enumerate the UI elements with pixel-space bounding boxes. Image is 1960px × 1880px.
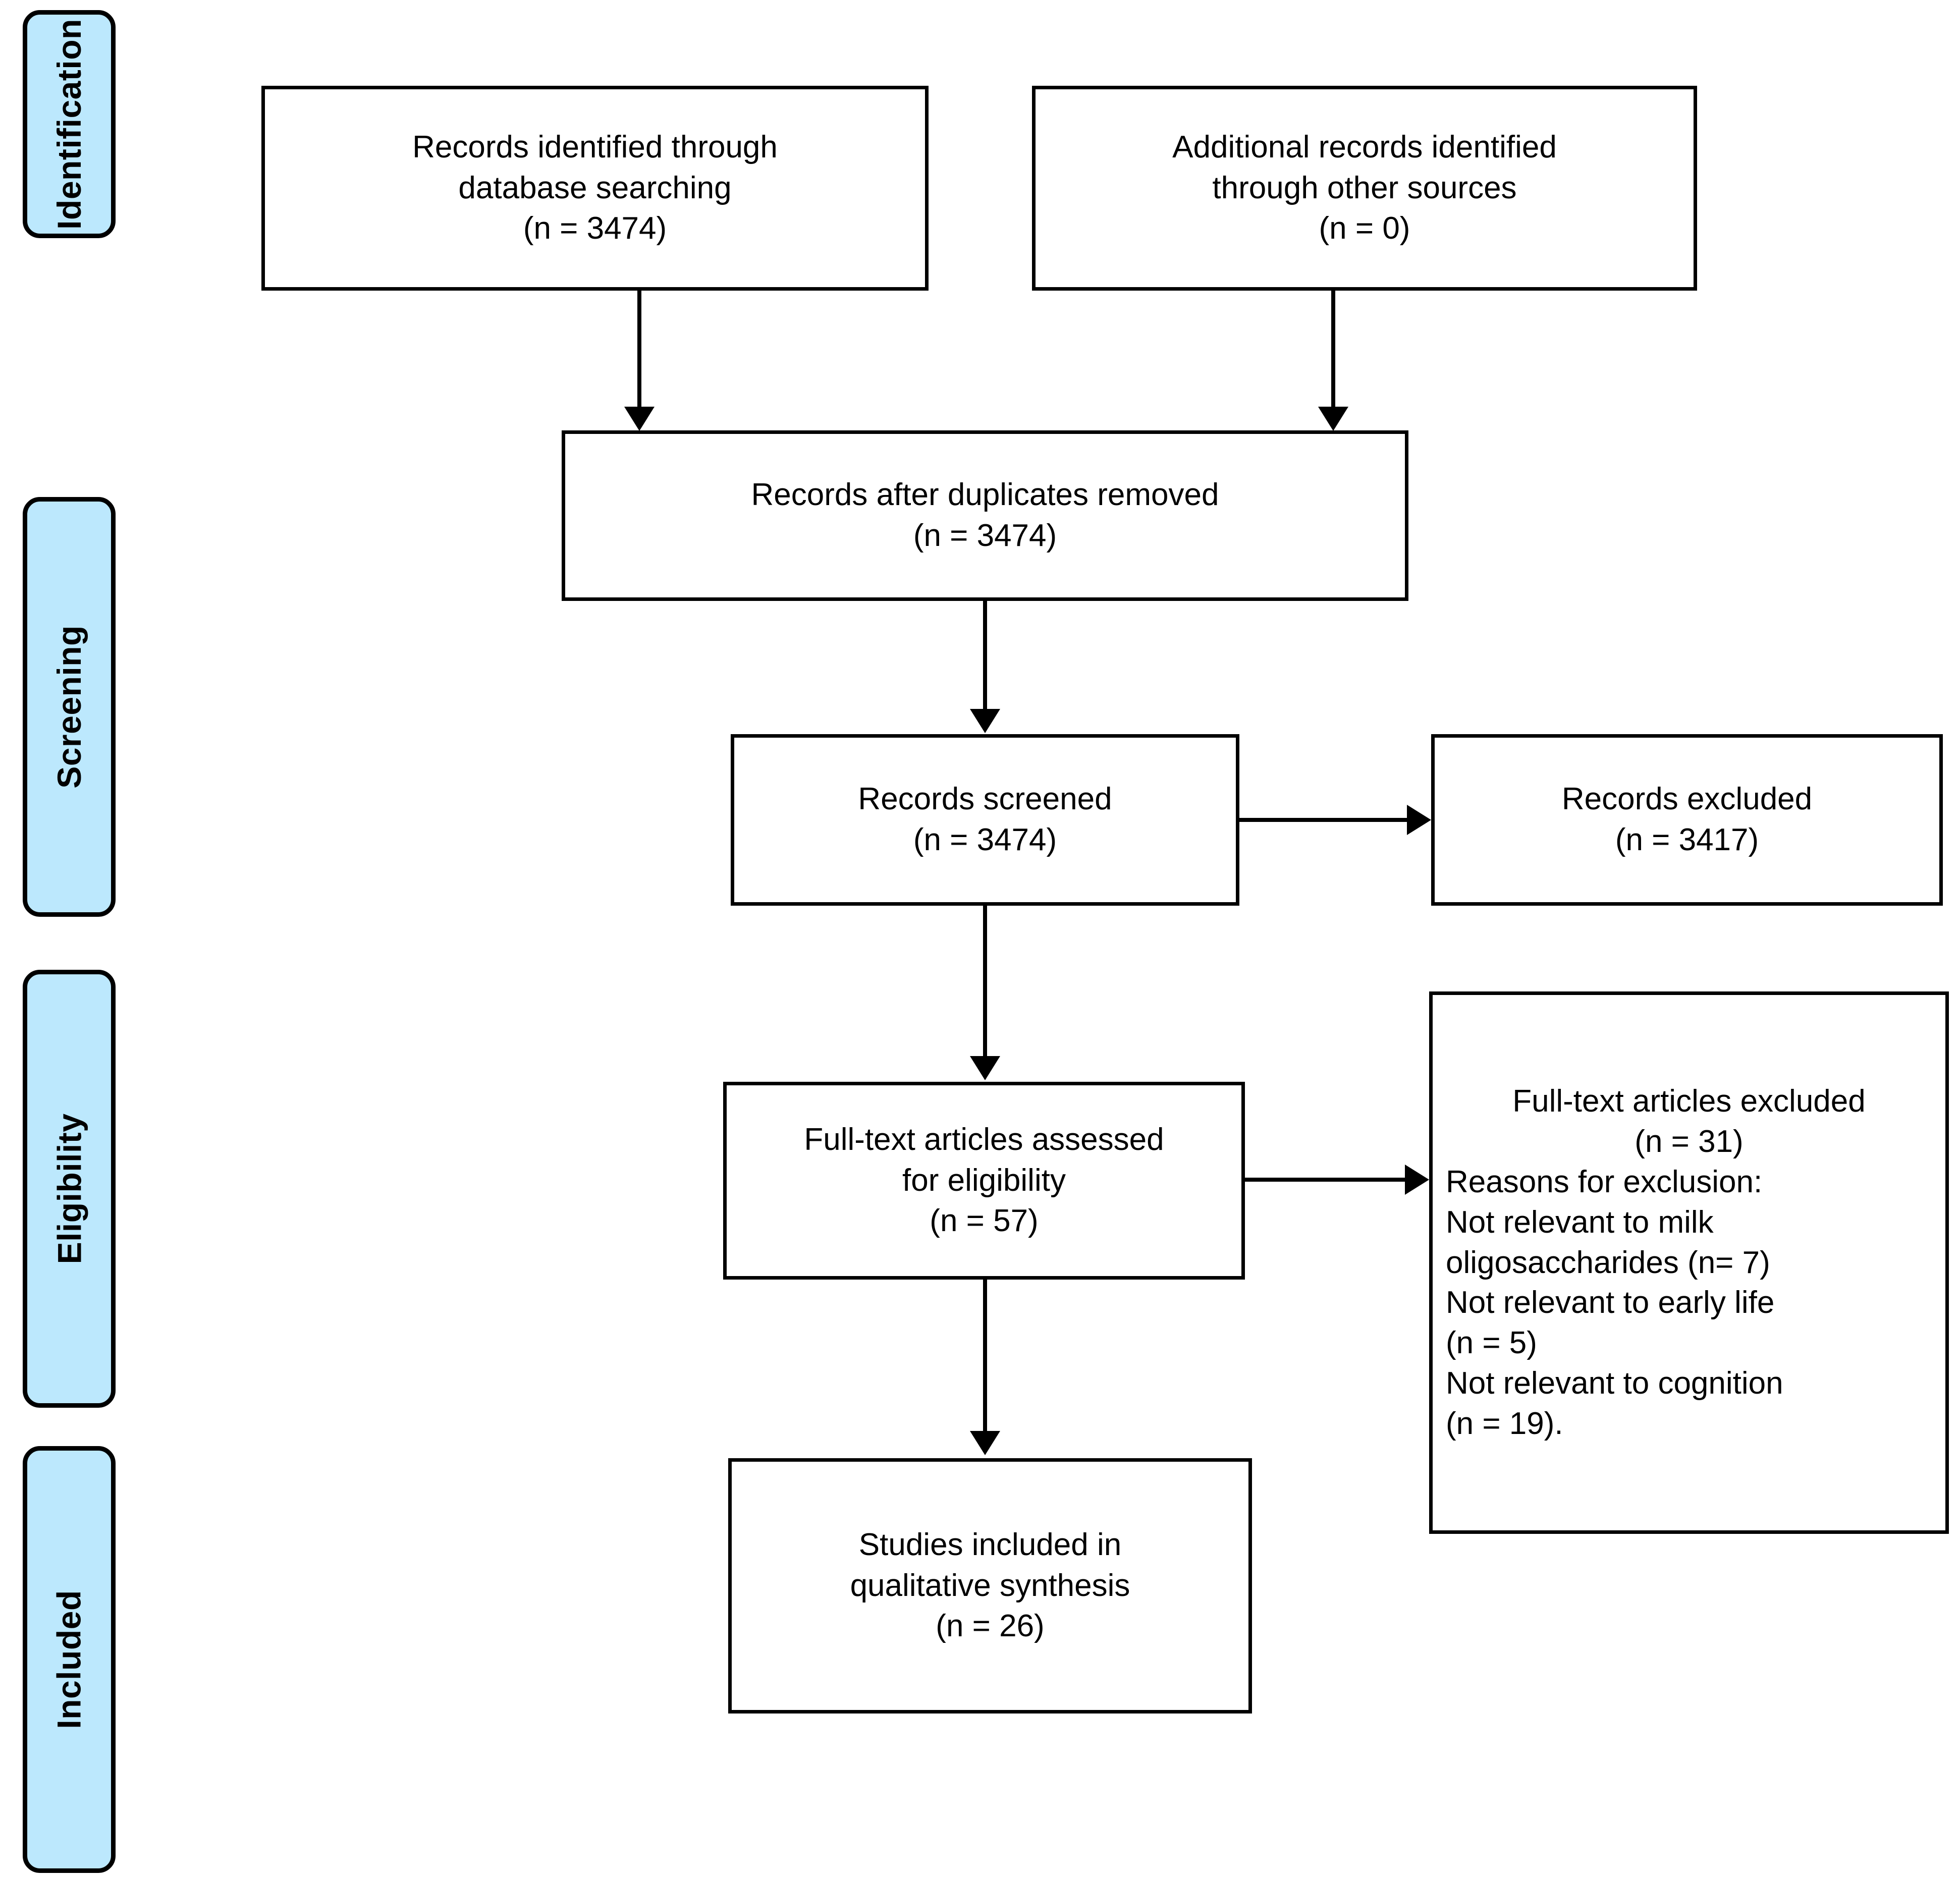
fulltext-excluded-line-4: Not relevant to milk (1446, 1204, 1714, 1240)
fulltext-excluded-line-1: Full-text articles excluded (1512, 1083, 1866, 1119)
fulltext-excluded-line-9: (n = 19). (1446, 1406, 1563, 1442)
connector-screened-to-fulltext (983, 906, 987, 1057)
arrowhead-screened-to-fulltext (970, 1056, 1000, 1080)
stage-bar-screening: Screening (23, 497, 116, 917)
connector-fulltext-to-included (983, 1280, 987, 1432)
duplicates-removed-line-2: (n = 3474) (913, 518, 1057, 553)
records-identified-line-2: database searching (458, 170, 732, 205)
box-additional-records: Additional records identified through ot… (1032, 86, 1697, 291)
arrowhead-screened-to-excluded (1407, 805, 1431, 835)
arrowhead-duplicates-to-screened (970, 709, 1000, 733)
records-identified-line-1: Records identified through (412, 130, 778, 165)
stage-label-included: Included (50, 1590, 88, 1729)
studies-included-line-1: Studies included in (858, 1527, 1122, 1563)
records-identified-line-3: (n = 3474) (523, 211, 667, 246)
connector-screened-to-excluded (1239, 818, 1409, 822)
box-fulltext-assessed: Full-text articles assessed for eligibil… (723, 1082, 1245, 1280)
fulltext-assessed-line-3: (n = 57) (930, 1203, 1039, 1239)
box-records-excluded: Records excluded (n = 3417) (1431, 734, 1943, 906)
additional-records-line-2: through other sources (1212, 170, 1517, 205)
fulltext-excluded-line-6: Not relevant to early life (1446, 1285, 1775, 1320)
arrowhead-identified-to-duplicates (624, 407, 655, 431)
stage-label-screening: Screening (50, 625, 88, 789)
records-excluded-line-1: Records excluded (1561, 782, 1813, 817)
arrowhead-fulltext-to-included (970, 1431, 1000, 1455)
records-excluded-line-2: (n = 3417) (1615, 822, 1759, 857)
stage-label-eligibility: Eligibility (50, 1113, 88, 1264)
studies-included-line-3: (n = 26) (936, 1609, 1045, 1644)
arrowhead-additional-to-duplicates (1318, 407, 1348, 431)
additional-records-line-3: (n = 0) (1319, 211, 1410, 246)
fulltext-excluded-line-3: Reasons for exclusion: (1446, 1164, 1763, 1199)
additional-records-line-1: Additional records identified (1172, 130, 1557, 165)
fulltext-assessed-line-2: for eligibility (902, 1163, 1066, 1198)
box-duplicates-removed: Records after duplicates removed (n = 34… (562, 430, 1408, 601)
records-screened-line-2: (n = 3474) (913, 822, 1057, 857)
fulltext-excluded-line-5: oligosaccharides (n= 7) (1446, 1245, 1770, 1280)
fulltext-excluded-line-2: (n = 31) (1635, 1124, 1744, 1159)
box-fulltext-excluded: Full-text articles excluded (n = 31) Rea… (1429, 991, 1949, 1534)
stage-label-identification: Identification (50, 19, 88, 230)
fulltext-excluded-line-7: (n = 5) (1446, 1325, 1537, 1361)
stage-bar-identification: Identification (23, 10, 116, 238)
fulltext-excluded-line-8: Not relevant to cognition (1446, 1366, 1783, 1401)
duplicates-removed-line-1: Records after duplicates removed (751, 477, 1219, 513)
records-screened-line-1: Records screened (858, 782, 1112, 817)
connector-additional-to-duplicates (1331, 291, 1335, 408)
box-records-identified: Records identified through database sear… (261, 86, 929, 291)
connector-identified-to-duplicates (637, 291, 641, 408)
stage-bar-eligibility: Eligibility (23, 970, 116, 1408)
fulltext-assessed-line-1: Full-text articles assessed (804, 1122, 1164, 1157)
connector-duplicates-to-screened (983, 601, 987, 710)
studies-included-line-2: qualitative synthesis (850, 1568, 1130, 1603)
box-studies-included: Studies included in qualitative synthesi… (728, 1458, 1252, 1713)
connector-fulltext-to-excluded (1245, 1178, 1406, 1182)
stage-bar-included: Included (23, 1446, 116, 1873)
box-records-screened: Records screened (n = 3474) (731, 734, 1239, 906)
arrowhead-fulltext-to-excluded (1405, 1165, 1429, 1195)
